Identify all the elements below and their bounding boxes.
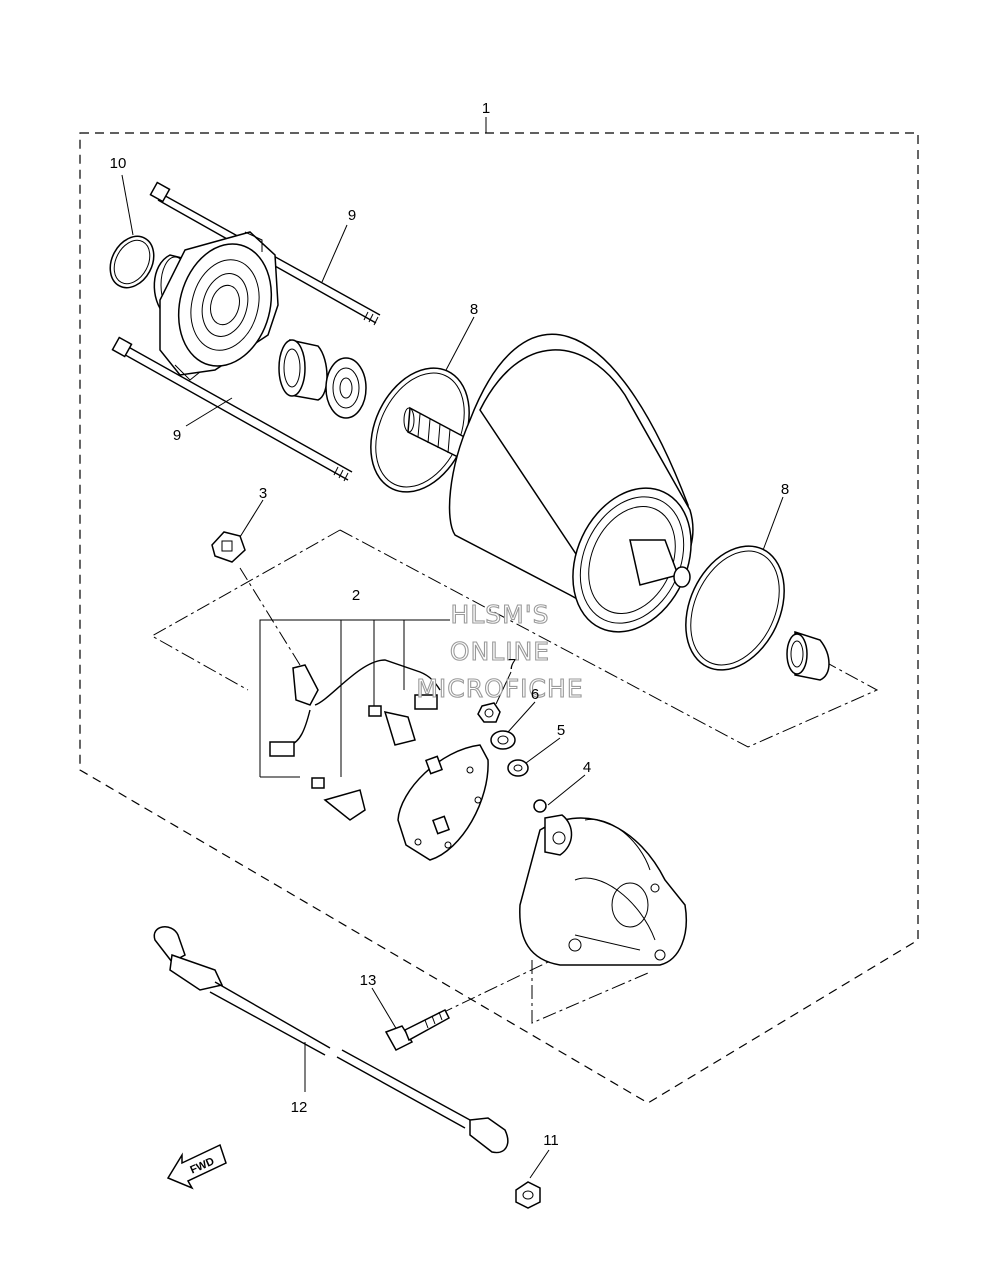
fwd-arrow-icon: FWD [166, 1143, 227, 1190]
brush-holder-set [269, 659, 441, 821]
watermark-line-3: MICROFICHE [416, 674, 583, 703]
assembly-boundary [79, 132, 919, 1104]
callout-13: 13 [360, 972, 377, 989]
callout-10: 10 [110, 155, 127, 172]
rear-bearing [786, 630, 830, 681]
callout-labels: 1 2 3 4 5 6 7 8 8 9 9 10 11 12 13 [110, 100, 790, 1149]
callout-1: 1 [482, 100, 490, 117]
oil-seal [325, 357, 367, 419]
needle-bearing [278, 339, 328, 401]
callout-5: 5 [557, 722, 565, 739]
front-cover [153, 231, 279, 381]
callout-4: 4 [583, 759, 591, 776]
nut-11 [515, 1181, 541, 1209]
o-ring-4 [533, 799, 547, 813]
washer-6 [490, 730, 516, 750]
lead-wire-12 [153, 926, 509, 1154]
callout-9-lower: 9 [173, 427, 181, 444]
callout-6: 6 [531, 686, 539, 703]
washer-5 [507, 759, 529, 777]
callout-2: 2 [352, 587, 360, 604]
callout-3: 3 [259, 485, 267, 502]
watermark-line-2: ONLINE [450, 637, 550, 666]
callout-9-upper: 9 [348, 207, 356, 224]
callout-11: 11 [543, 1132, 559, 1149]
callout-8-upper: 8 [470, 301, 478, 318]
rear-cover [519, 814, 687, 966]
callout-7: 7 [508, 656, 516, 673]
through-bolt-lower [111, 336, 353, 482]
callout-12: 12 [291, 1099, 308, 1116]
starter-yoke [403, 333, 694, 633]
o-ring-8-lower [685, 545, 785, 671]
watermark: HLSM'S ONLINE MICROFICHE [416, 599, 583, 703]
callout-8-lower: 8 [781, 481, 789, 498]
brush-plate [397, 744, 489, 861]
clip-3 [211, 531, 246, 563]
bolt-13 [384, 1008, 450, 1051]
washer-7 [477, 702, 501, 723]
o-ring-10 [109, 235, 155, 289]
watermark-line-1: HLSM'S [451, 600, 550, 629]
